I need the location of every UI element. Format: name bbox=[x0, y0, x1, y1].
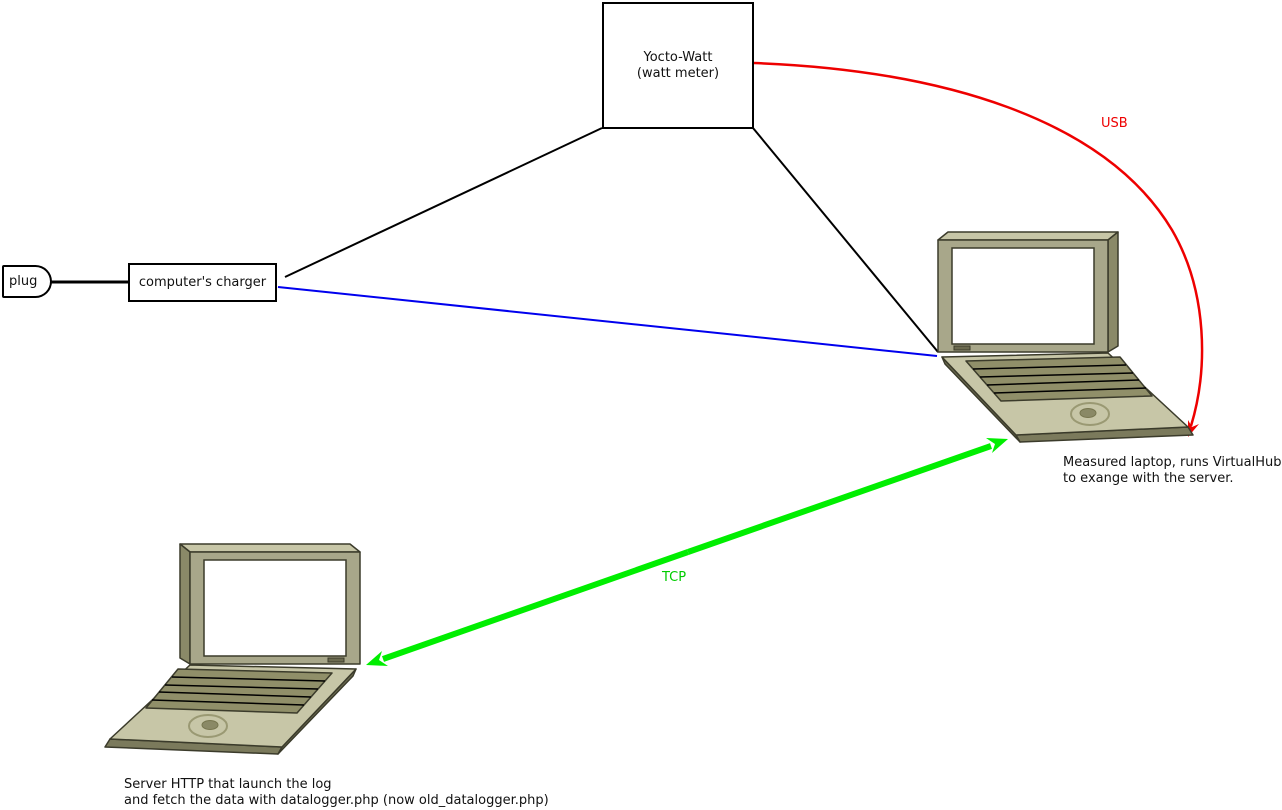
wattmeter-label-line1: Yocto-Watt bbox=[643, 49, 713, 65]
wattmeter-node: Yocto-Watt (watt meter) bbox=[602, 2, 754, 129]
wattmeter-to-laptop-wire bbox=[752, 127, 939, 353]
tcp-link-right-segment bbox=[687, 443, 992, 555]
plug-node: plug bbox=[2, 265, 52, 298]
tcp-arrowhead-left-icon bbox=[366, 651, 388, 666]
charger-to-laptop-wire bbox=[277, 286, 938, 357]
measured-laptop-illustration bbox=[937, 231, 1194, 443]
charger-label: computer's charger bbox=[138, 274, 267, 290]
charger-node: computer's charger bbox=[128, 263, 277, 302]
measured-laptop-caption: Measured laptop, runs VirtualHub to exan… bbox=[1063, 455, 1282, 487]
measured-laptop-caption-line2: to exange with the server. bbox=[1063, 471, 1234, 486]
tcp-link-left-segment bbox=[382, 549, 689, 662]
measured-laptop-caption-line1: Measured laptop, runs VirtualHub bbox=[1063, 455, 1282, 470]
wattmeter-to-charger-wire bbox=[284, 127, 603, 278]
wattmeter-label-line2: (watt meter) bbox=[636, 65, 720, 81]
usb-link-label: USB bbox=[1101, 116, 1128, 131]
server-laptop-caption-line1: Server HTTP that launch the log bbox=[124, 777, 332, 792]
tcp-link-label: TCP bbox=[662, 570, 687, 585]
usb-link-curve bbox=[753, 61, 1204, 427]
server-laptop-caption-line2: and fetch the data with datalogger.php (… bbox=[124, 793, 549, 808]
plug-label: plug bbox=[9, 273, 38, 289]
tcp-arrowhead-right-icon bbox=[986, 438, 1008, 453]
server-laptop-caption: Server HTTP that launch the log and fetc… bbox=[124, 777, 549, 809]
server-laptop-illustration bbox=[104, 543, 361, 755]
